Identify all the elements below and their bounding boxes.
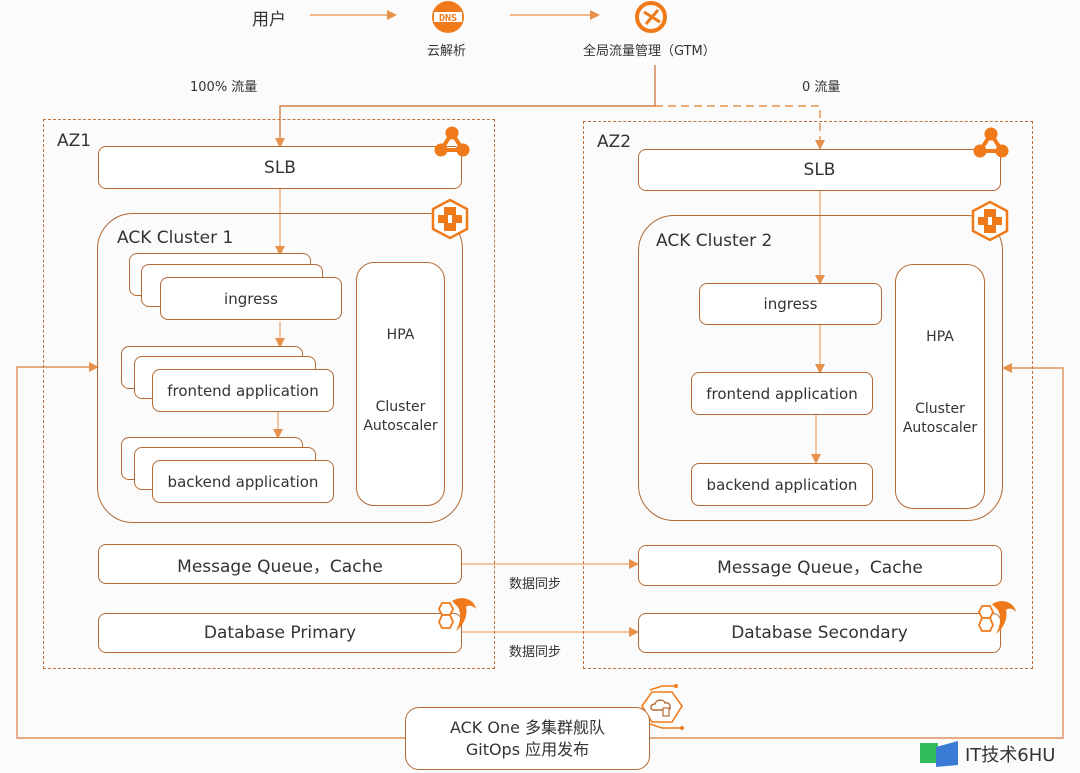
- az1-mq-label: Message Queue，Cache: [177, 556, 383, 577]
- az1-ingress[interactable]: ingress: [160, 277, 342, 320]
- ack-one-fleet-icon: [636, 684, 690, 732]
- az1-frontend-label: frontend application: [167, 381, 319, 400]
- slb-icon: [972, 126, 1010, 160]
- db-sync-label: 数据同步: [509, 645, 562, 660]
- watermark-logo-icon: [920, 739, 960, 769]
- az2-ingress[interactable]: ingress: [699, 283, 882, 325]
- az2-label: AZ2: [597, 132, 632, 152]
- ack-cluster-2-label: ACK Cluster 2: [656, 231, 773, 251]
- gtm-label: 全局流量管理（GTM）: [583, 44, 716, 59]
- ack-cluster-1-label: ACK Cluster 1: [117, 228, 234, 248]
- ack-cluster-2: [638, 215, 1003, 521]
- az1-frontend[interactable]: frontend application: [152, 369, 334, 412]
- mq-sync-label: 数据同步: [509, 577, 562, 592]
- az1-ingress-label: ingress: [224, 289, 278, 308]
- az2-ingress-label: ingress: [763, 295, 818, 313]
- ack-cluster-icon: [970, 200, 1010, 242]
- az2-message-queue-cache[interactable]: Message Queue，Cache: [638, 545, 1002, 586]
- az2-mq-label: Message Queue，Cache: [717, 558, 923, 578]
- az2-backend-label: backend application: [706, 475, 858, 494]
- az1-slb[interactable]: SLB: [98, 146, 462, 189]
- arrow-gitops-to-cluster2: [650, 363, 1064, 739]
- az2-frontend[interactable]: frontend application: [691, 372, 873, 415]
- slb-icon: [433, 125, 471, 159]
- az1-label: AZ1: [57, 131, 92, 151]
- az1-hpa-label: HPA: [386, 327, 415, 343]
- gtm-icon: [634, 0, 668, 34]
- az1-backend-label: backend application: [167, 472, 319, 491]
- ack-cluster-icon: [430, 198, 470, 240]
- az1-autoscaler-label-2: Autoscaler: [363, 418, 438, 434]
- arrow-gitops-to-cluster1: [16, 362, 405, 739]
- arrow-gtm-to-slb1: [275, 65, 656, 148]
- watermark-text: IT技术6HU: [965, 745, 1056, 766]
- az2-frontend-label: frontend application: [706, 384, 858, 403]
- traffic-az2-label: 0 流量: [802, 80, 841, 95]
- az2-slb[interactable]: SLB: [638, 149, 1001, 191]
- gitops-line-1: ACK One 多集群舰队: [449, 718, 606, 737]
- svg-text:DNS: DNS: [439, 13, 457, 24]
- database-dolphin-icon: [972, 598, 1018, 642]
- arrow-gtm-to-slb2: [655, 105, 825, 150]
- az2-zone: [583, 121, 1033, 669]
- az2-database-secondary[interactable]: Database Secondary: [638, 613, 1001, 653]
- az2-autoscaling-panel[interactable]: HPA Cluster Autoscaler: [895, 264, 985, 509]
- gitops-line-2: GitOps 应用发布: [465, 740, 590, 759]
- az1-db-label: Database Primary: [203, 623, 357, 643]
- dns-icon: DNS: [431, 0, 465, 34]
- az2-autoscaler-label-2: Autoscaler: [902, 420, 978, 436]
- az1-backend[interactable]: backend application: [152, 460, 334, 503]
- az1-message-queue-cache[interactable]: Message Queue，Cache: [98, 544, 462, 584]
- az2-slb-label: SLB: [803, 160, 836, 180]
- dns-label: 云解析: [427, 44, 467, 59]
- az1-database-primary[interactable]: Database Primary: [98, 613, 462, 653]
- az1-autoscaling-panel[interactable]: HPA Cluster Autoscaler: [356, 262, 445, 506]
- az1-autoscaler-label-1: Cluster: [375, 399, 426, 415]
- az2-db-label: Database Secondary: [731, 623, 908, 643]
- az1-slb-label: SLB: [264, 157, 296, 178]
- ack-cluster-1: [97, 213, 463, 523]
- ack-one-gitops-box[interactable]: ACK One 多集群舰队 GitOps 应用发布: [405, 707, 650, 770]
- user-label: 用户: [252, 10, 286, 30]
- traffic-az1-label: 100% 流量: [190, 80, 258, 95]
- az2-hpa-label: HPA: [926, 329, 954, 345]
- az1-zone: [43, 119, 495, 669]
- database-dolphin-icon: [432, 595, 478, 639]
- az2-backend[interactable]: backend application: [691, 463, 873, 506]
- az2-autoscaler-label-1: Cluster: [915, 401, 965, 417]
